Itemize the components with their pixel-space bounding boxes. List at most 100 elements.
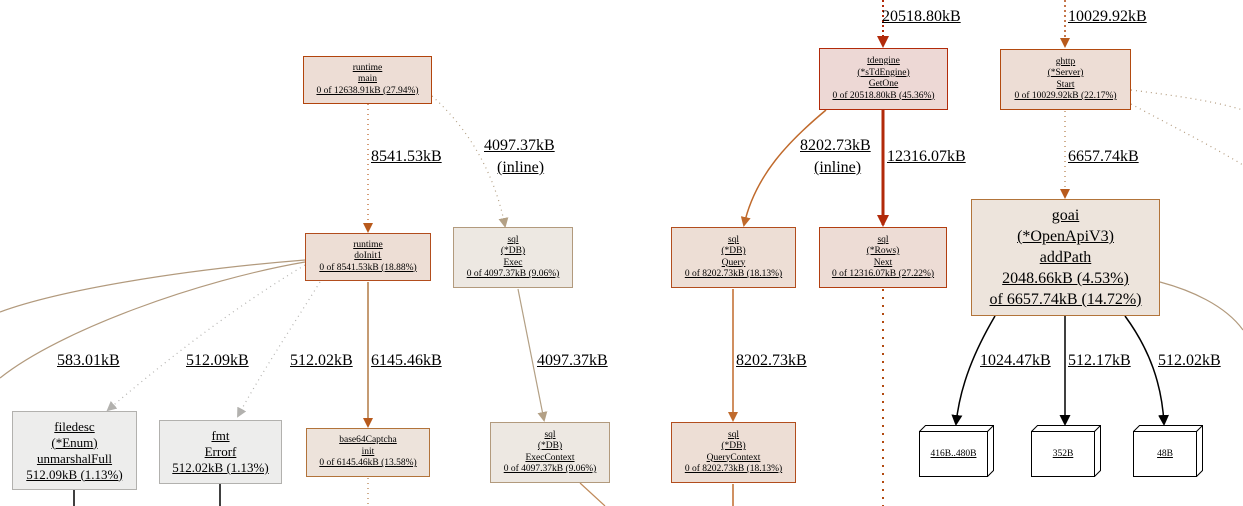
node-label-line: 0 of 4097.37kB (9.06%) bbox=[466, 269, 560, 279]
box-label: 48B bbox=[1157, 449, 1173, 459]
node-sql-db-exec[interactable]: sql (*DB) Exec 0 of 4097.37kB (9.06%) bbox=[453, 227, 573, 288]
edge-doinit1-filedesc bbox=[106, 264, 306, 412]
edge-execcontext-down bbox=[579, 482, 606, 506]
node-label-line: ExecContext bbox=[525, 452, 575, 463]
node-fmt-errorf[interactable]: fmt Errorf 512.02kB (1.13%) bbox=[159, 420, 282, 484]
edge-label-doinit1-base64[interactable]: 6145.46kB bbox=[371, 352, 442, 369]
node-label-line: Start bbox=[1056, 79, 1075, 90]
node-label-line: 0 of 8202.73kB (18.13%) bbox=[684, 464, 783, 474]
node-label-line: Next bbox=[873, 257, 893, 268]
node-label-line: Exec bbox=[503, 257, 523, 268]
edge-label-exec-execcontext[interactable]: 4097.37kB bbox=[537, 352, 608, 369]
edge-label-getone-query-value[interactable]: 8202.73kB bbox=[800, 137, 871, 154]
node-label-line: fmt bbox=[211, 428, 230, 443]
node-runtime-doinit1[interactable]: runtime doInit1 0 of 8541.53kB (18.88%) bbox=[305, 233, 431, 281]
edge-label-addpath-352[interactable]: 512.17kB bbox=[1068, 352, 1131, 369]
node-label-line: Query bbox=[721, 257, 746, 268]
edge-label-to-errorf[interactable]: 512.09kB bbox=[186, 352, 249, 369]
node-label-line: (*DB) bbox=[721, 441, 746, 451]
node-box-416b-480b[interactable]: 416B..480B bbox=[919, 425, 994, 477]
node-label-line: 512.02kB (1.13%) bbox=[172, 460, 269, 475]
edge-addpath-right bbox=[1159, 281, 1243, 331]
edge-doinit1-left-2 bbox=[0, 261, 306, 379]
node-box-352b[interactable]: 352B bbox=[1031, 425, 1101, 477]
node-label-line: 0 of 12638.91kB (27.94%) bbox=[316, 85, 419, 96]
edge-addpath-416 bbox=[951, 315, 996, 426]
edge-label-getone-query-inline[interactable]: (inline) bbox=[814, 159, 862, 176]
node-label-line: 0 of 10029.92kB (22.17%) bbox=[1014, 91, 1117, 101]
node-label-line: of 6657.74kB (14.72%) bbox=[989, 291, 1142, 308]
edge-doinit1-errorf bbox=[237, 281, 321, 418]
node-label-line: sql bbox=[727, 429, 740, 440]
node-runtime-main[interactable]: runtime main 0 of 12638.91kB (27.94%) bbox=[303, 56, 432, 104]
node-label-line: unmarshalFull bbox=[36, 450, 113, 466]
node-label-line: sql bbox=[877, 234, 889, 245]
node-label-line: sql bbox=[727, 234, 740, 245]
node-box-48b[interactable]: 48B bbox=[1133, 425, 1203, 477]
edge-label-addpath-416[interactable]: 1024.47kB bbox=[980, 352, 1051, 369]
node-label-line: GetOne bbox=[868, 79, 899, 89]
edge-start-right-1 bbox=[1130, 89, 1243, 111]
edge-main-exec bbox=[431, 95, 509, 228]
node-label-line: 0 of 4097.37kB (9.06%) bbox=[503, 464, 597, 474]
node-sql-db-execcontext[interactable]: sql (*DB) ExecContext 0 of 4097.37kB (9.… bbox=[490, 422, 610, 483]
edge-doinit1-left-1 bbox=[0, 259, 306, 313]
node-sql-db-querycontext[interactable]: sql (*DB) QueryContext 0 of 8202.73kB (1… bbox=[671, 422, 796, 483]
box-front: 48B bbox=[1133, 431, 1197, 477]
edge-start-right-2 bbox=[1130, 103, 1243, 166]
node-label-line: (*DB) bbox=[537, 441, 563, 451]
node-label-line: (*sTdEngine) bbox=[857, 67, 910, 78]
edge-label-addpath-48[interactable]: 512.02kB bbox=[1158, 352, 1221, 369]
node-label-line: ghttp bbox=[1055, 56, 1076, 67]
box-front: 352B bbox=[1031, 431, 1095, 477]
edge-label-in-tdengine[interactable]: 20518.80kB bbox=[882, 8, 961, 25]
node-label-line: runtime bbox=[352, 62, 383, 73]
box-front: 416B..480B bbox=[919, 431, 988, 477]
node-sql-rows-next[interactable]: sql (*Rows) Next 0 of 12316.07kB (27.22%… bbox=[819, 227, 947, 288]
edge-label-in-ghttp[interactable]: 10029.92kB bbox=[1068, 8, 1147, 25]
node-label-line: base64Captcha bbox=[339, 435, 397, 446]
node-label-line: 0 of 6145.46kB (13.58%) bbox=[319, 458, 417, 469]
edge-label-doinit1-512[interactable]: 512.02kB bbox=[290, 352, 353, 369]
node-label-line: 0 of 12316.07kB (27.22%) bbox=[831, 269, 935, 279]
node-filedesc-enum-unmarshalfull[interactable]: filedesc (*Enum) unmarshalFull 512.09kB … bbox=[12, 411, 137, 490]
node-label-line: (*Rows) bbox=[866, 246, 900, 256]
node-label-line: (*DB) bbox=[721, 246, 746, 256]
box-label: 416B..480B bbox=[930, 449, 977, 459]
node-label-line: 2048.66kB (4.53%) bbox=[1002, 270, 1129, 287]
node-label-line: 0 of 8541.53kB (18.88%) bbox=[319, 262, 417, 273]
edge-label-start-addpath[interactable]: 6657.74kB bbox=[1068, 148, 1139, 165]
node-label-line: (*Server) bbox=[1047, 68, 1084, 78]
node-ghttp-server-start[interactable]: ghttp (*Server) Start 0 of 10029.92kB (2… bbox=[1000, 49, 1131, 110]
node-label-line: init bbox=[361, 446, 375, 457]
node-label-line: filedesc bbox=[54, 418, 95, 434]
node-goai-openapiv3-addpath[interactable]: goai (*OpenApiV3) addPath 2048.66kB (4.5… bbox=[971, 199, 1160, 316]
node-label-line: main bbox=[358, 74, 377, 85]
edge-label-getone-next[interactable]: 12316.07kB bbox=[887, 148, 966, 165]
node-label-line: QueryContext bbox=[706, 452, 761, 463]
edge-label-main-doinit1[interactable]: 8541.53kB bbox=[371, 148, 442, 165]
node-label-line: runtime bbox=[353, 239, 383, 250]
node-label-line: (*Enum) bbox=[51, 434, 98, 450]
node-label-line: tdengine bbox=[867, 56, 900, 66]
edge-label-main-exec-value[interactable]: 4097.37kB bbox=[484, 137, 555, 154]
edge-addpath-48 bbox=[1124, 315, 1170, 426]
node-base64captcha-init[interactable]: base64Captcha init 0 of 6145.46kB (13.58… bbox=[306, 428, 430, 477]
node-label-line: 0 of 20518.80kB (45.36%) bbox=[832, 90, 935, 101]
node-label-line: 512.09kB (1.13%) bbox=[26, 466, 123, 482]
edge-getone-query bbox=[740, 109, 827, 227]
node-label-line: doInit1 bbox=[354, 251, 382, 262]
edge-label-to-filedesc[interactable]: 583.01kB bbox=[57, 352, 120, 369]
node-label-line: sql bbox=[544, 429, 556, 440]
edge-label-main-exec-inline[interactable]: (inline) bbox=[497, 159, 545, 176]
node-label-line: goai bbox=[1051, 207, 1080, 224]
node-label-line: Errorf bbox=[204, 444, 237, 459]
edge-exec-execcontext bbox=[517, 288, 548, 422]
node-label-line: sql bbox=[507, 234, 519, 245]
node-tdengine-getone[interactable]: tdengine (*sTdEngine) GetOne 0 of 20518.… bbox=[819, 48, 948, 110]
node-label-line: 0 of 8202.73kB (18.13%) bbox=[684, 269, 783, 279]
node-sql-db-query[interactable]: sql (*DB) Query 0 of 8202.73kB (18.13%) bbox=[671, 227, 796, 288]
edge-label-query-querycontext[interactable]: 8202.73kB bbox=[736, 352, 807, 369]
